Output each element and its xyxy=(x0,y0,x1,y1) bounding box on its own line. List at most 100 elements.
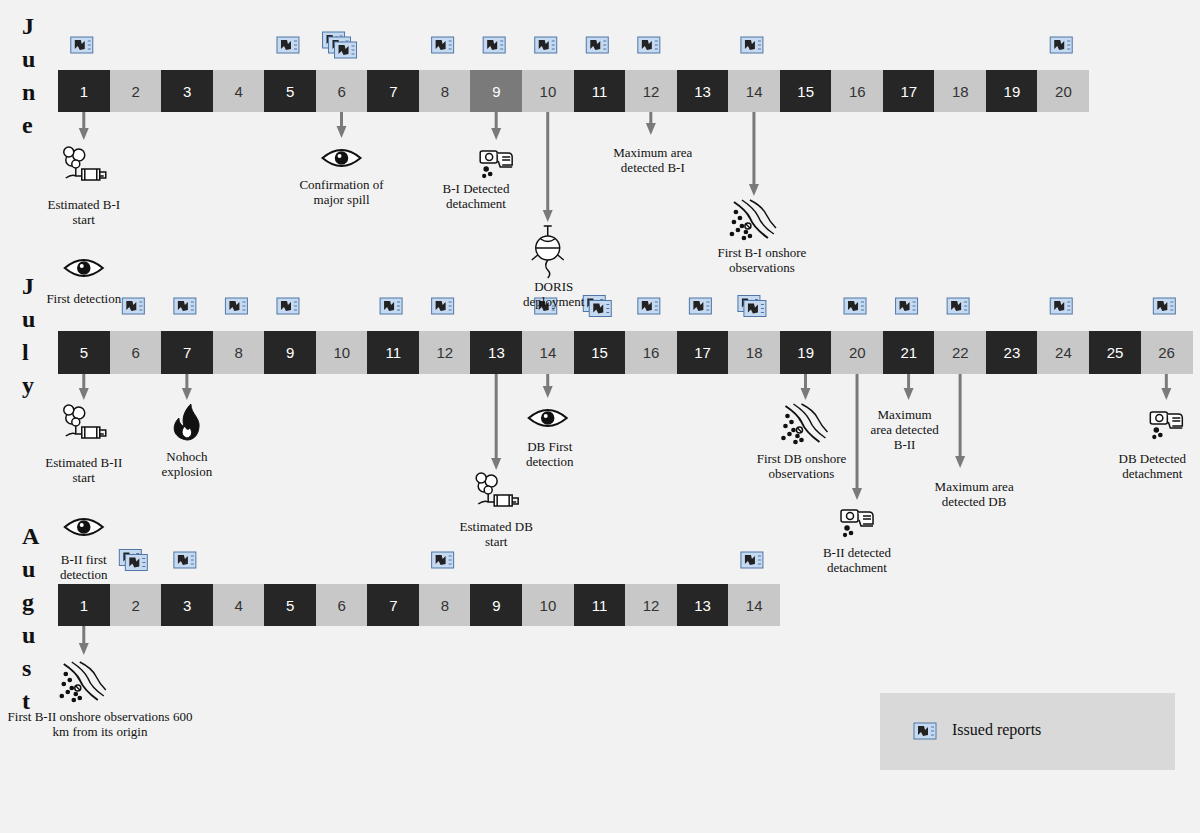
report-sheet xyxy=(589,301,611,317)
report-map xyxy=(642,40,652,50)
start-stroke xyxy=(85,169,97,180)
report-sheet xyxy=(1050,37,1072,53)
report-map xyxy=(229,301,239,311)
event-label: First B-II onshore observations 600 km f… xyxy=(5,710,195,740)
day-number: 16 xyxy=(643,344,660,361)
camera-stroke xyxy=(486,154,493,161)
start-stroke xyxy=(484,486,492,494)
report-icon xyxy=(741,552,763,568)
day-cell: 9 xyxy=(470,70,522,112)
report-lines xyxy=(758,556,761,564)
day-number: 23 xyxy=(1004,344,1021,361)
report-map xyxy=(126,301,136,311)
event-label: DB First detection xyxy=(510,440,590,470)
report-map xyxy=(436,301,446,311)
event-label: First DB onshore observations xyxy=(755,452,847,482)
day-number: 19 xyxy=(1004,83,1021,100)
day-cell: 23 xyxy=(986,331,1038,374)
report-map xyxy=(487,40,497,50)
start-stroke xyxy=(100,430,106,436)
report-map xyxy=(1157,301,1167,311)
report-icon xyxy=(432,37,454,53)
day-cell: 17 xyxy=(883,70,935,112)
report-icon xyxy=(844,298,866,314)
report-icon xyxy=(638,37,660,53)
day-cell: 13 xyxy=(677,70,729,112)
day-number: 2 xyxy=(131,597,139,614)
start-icon xyxy=(476,473,518,506)
report-map xyxy=(539,40,549,50)
shore-stroke xyxy=(60,694,63,697)
report-lines xyxy=(761,305,764,313)
report-map xyxy=(178,301,188,311)
day-number: 5 xyxy=(286,83,294,100)
day-number: 6 xyxy=(131,344,139,361)
report-map xyxy=(1054,301,1064,311)
day-number: 21 xyxy=(900,344,917,361)
day-number: 20 xyxy=(1055,83,1072,100)
report-sheet xyxy=(174,552,196,568)
shore-stroke xyxy=(788,432,791,435)
leader-arrow xyxy=(546,374,549,392)
leader-arrow xyxy=(82,374,85,394)
day-cell: 3 xyxy=(161,70,213,112)
event-label: First detection xyxy=(38,292,130,307)
report-sheet xyxy=(71,37,93,53)
report-icon xyxy=(122,298,144,314)
start-stroke xyxy=(485,475,497,487)
report-icon xyxy=(638,298,660,314)
shore-stroke xyxy=(797,428,801,432)
day-number: 10 xyxy=(540,597,557,614)
eye-stroke xyxy=(529,410,567,426)
report-map xyxy=(693,301,703,311)
shore-stroke xyxy=(745,223,751,229)
shore-stroke xyxy=(790,420,793,423)
report-sheet xyxy=(380,298,402,314)
day-number: 6 xyxy=(338,597,346,614)
start-icon xyxy=(64,147,106,180)
event-label: Estimated B-II start xyxy=(38,456,130,486)
day-number: 17 xyxy=(694,344,711,361)
buoy-stroke xyxy=(536,226,560,248)
report-map xyxy=(75,40,85,50)
day-cell: 6 xyxy=(316,70,368,112)
day-cell: 22 xyxy=(934,331,986,374)
leader-arrow xyxy=(546,112,549,216)
shore-stroke xyxy=(744,230,747,233)
report-icon xyxy=(174,298,196,314)
day-cell: 15 xyxy=(780,70,832,112)
shore-stroke xyxy=(750,200,776,228)
day-number: 12 xyxy=(643,597,660,614)
day-number: 15 xyxy=(797,83,814,100)
report-map xyxy=(745,555,755,565)
leader-arrow xyxy=(185,374,188,394)
report-map xyxy=(745,40,755,50)
report-icon xyxy=(914,723,936,739)
camera-stroke xyxy=(502,157,510,160)
camera-stroke xyxy=(489,172,492,175)
day-number: 4 xyxy=(234,597,242,614)
report-sheet xyxy=(947,298,969,314)
report-map xyxy=(918,726,928,736)
day-cell: 21 xyxy=(883,331,935,374)
report-map xyxy=(339,45,349,55)
report-icon xyxy=(947,298,969,314)
day-number: 15 xyxy=(591,344,608,361)
camera-stroke xyxy=(1153,436,1156,439)
eye-icon xyxy=(323,150,361,166)
camera-stroke xyxy=(1150,412,1167,424)
start-stroke xyxy=(64,147,74,157)
report-lines xyxy=(606,305,609,313)
start-stroke xyxy=(75,426,77,434)
event-label: B-II detected detachment xyxy=(815,546,899,576)
day-number: 20 xyxy=(849,344,866,361)
report-sheet xyxy=(225,298,247,314)
day-number: 13 xyxy=(694,83,711,100)
report-sheet xyxy=(277,298,299,314)
day-cell: 15 xyxy=(574,331,626,374)
day-number: 24 xyxy=(1055,344,1072,361)
fire-stroke xyxy=(182,426,191,438)
report-sheet xyxy=(432,298,454,314)
shore-stroke xyxy=(74,692,77,695)
day-cell: 2 xyxy=(110,70,162,112)
